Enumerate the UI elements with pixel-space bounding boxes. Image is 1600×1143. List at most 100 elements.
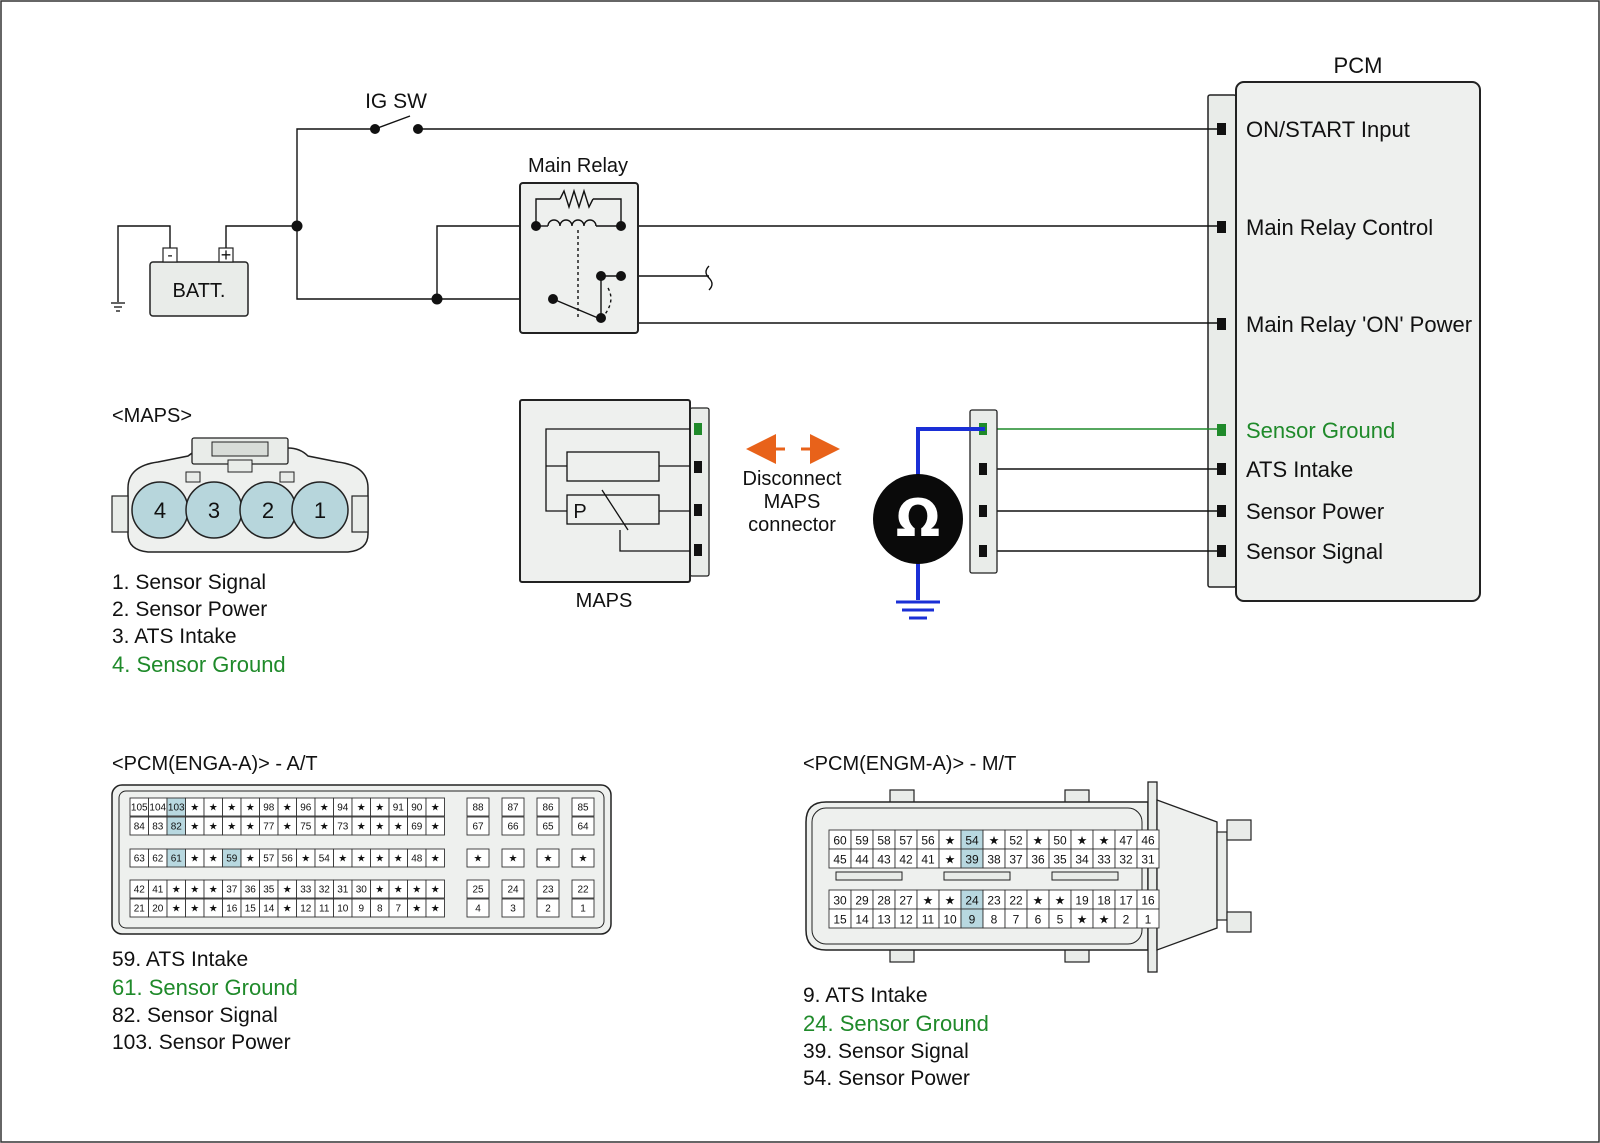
pin-number: ★ [283, 803, 292, 814]
pin-number: 23 [542, 885, 554, 896]
pin-number: ★ [412, 885, 421, 896]
pcm-engM-title: <PCM(ENGM-A)> - M/T [803, 753, 1016, 775]
pin-number: 28 [877, 894, 891, 908]
pin-number: 27 [899, 894, 913, 908]
pin-number: 83 [152, 822, 164, 833]
pin-number: 21 [134, 904, 146, 915]
pcm-pin-terminal [1217, 424, 1226, 436]
pin-cell [466, 797, 490, 817]
pin-cell [536, 848, 560, 868]
pin-number: 1 [580, 904, 586, 915]
maps-legend-item: 3. ATS Intake [112, 625, 237, 648]
pin-number: 84 [134, 822, 146, 833]
pin-number: ★ [474, 854, 483, 865]
pin-number: ★ [579, 854, 588, 865]
pin-cell [501, 848, 525, 868]
pin-number: 35 [1053, 853, 1067, 867]
pin-number: 59 [226, 854, 238, 865]
pin-number: 33 [1097, 853, 1111, 867]
pin-number: ★ [412, 904, 421, 915]
pin-number: 62 [152, 854, 164, 865]
pin-number: ★ [357, 822, 366, 833]
pin-number: 36 [245, 885, 257, 896]
pin-number: 56 [282, 854, 294, 865]
pin-number: 37 [226, 885, 238, 896]
pin-number: 36 [1031, 853, 1045, 867]
ig-switch-label: IG SW [365, 90, 427, 113]
pin-number: 13 [877, 913, 891, 927]
pin-number: 48 [411, 854, 423, 865]
maps-pressure-symbol: P [573, 501, 586, 523]
pin-number: 9 [969, 913, 976, 927]
pin-number: ★ [945, 853, 956, 867]
maps-pin-number: 1 [314, 498, 326, 523]
junction-dots [291, 124, 443, 305]
pin-number: ★ [431, 904, 440, 915]
pcm-pin-terminal [1217, 221, 1226, 233]
maps-legend-item-sensor-ground: 4. Sensor Ground [112, 652, 286, 677]
pcm-pin-label: ATS Intake [1246, 457, 1353, 482]
pin-number: ★ [1055, 894, 1066, 908]
pin-number: 50 [1053, 834, 1067, 848]
maps-pin-terminal [694, 423, 702, 435]
pcm-pin-label-sensor-ground: Sensor Ground [1246, 418, 1395, 443]
pcm-engA-title: <PCM(ENGA-A)> - A/T [112, 753, 318, 775]
pin-number: 41 [921, 853, 935, 867]
pcm-pin-terminal [1217, 545, 1226, 557]
pin-number: 16 [1141, 894, 1155, 908]
pin-number: 64 [577, 822, 589, 833]
pin-number: 96 [300, 803, 312, 814]
pin-number: 7 [1013, 913, 1020, 927]
pin-number: 87 [507, 803, 519, 814]
pin-number: ★ [227, 803, 236, 814]
pin-number: ★ [544, 854, 553, 865]
battery: - + BATT. [111, 245, 249, 317]
pin-number: 98 [263, 803, 275, 814]
ohm-icon: Ω [896, 489, 940, 549]
pin-number: ★ [1077, 913, 1088, 927]
pin-cell [571, 797, 595, 817]
pin-number: 75 [300, 822, 312, 833]
pin-number: ★ [283, 885, 292, 896]
pin-number: 25 [472, 885, 484, 896]
pin-number: 15 [245, 904, 257, 915]
maps-connector-view: <MAPS> 4 3 2 1 1. Sensor Signal 2. Senso… [111, 405, 369, 677]
pin-number: 32 [1119, 853, 1133, 867]
pin-number: 22 [577, 885, 589, 896]
pin-number: 42 [899, 853, 913, 867]
pin-number: 77 [263, 822, 275, 833]
pin-cell [1136, 848, 1160, 869]
pcm-pin-terminal [1217, 505, 1226, 517]
pcm-pin-terminal [1217, 123, 1226, 135]
pin-number: 82 [171, 822, 183, 833]
pcm-engM-legend-item-sensor-ground: 24. Sensor Ground [803, 1011, 989, 1036]
pin-number: 16 [226, 904, 238, 915]
pin-number: ★ [1033, 894, 1044, 908]
pin-number: ★ [209, 885, 218, 896]
pin-number: 17 [1119, 894, 1133, 908]
pin-number: ★ [945, 894, 956, 908]
pin-number: ★ [209, 904, 218, 915]
pin-number: ★ [923, 894, 934, 908]
pin-number: 15 [833, 913, 847, 927]
pin-number: ★ [1033, 834, 1044, 848]
pin-cell [425, 848, 445, 868]
pcm-module: PCM ON/START Input Main Relay Control Ma… [1207, 53, 1481, 602]
pin-number: ★ [283, 822, 292, 833]
pin-number: 14 [263, 904, 275, 915]
pin-number: 43 [877, 853, 891, 867]
pin-number: 11 [922, 913, 935, 927]
pin-number: 67 [472, 822, 484, 833]
pin-number: 57 [263, 854, 275, 865]
pin-number: ★ [375, 854, 384, 865]
pcm-engM-legend-item: 54. Sensor Power [803, 1067, 970, 1090]
pin-number: 103 [168, 803, 185, 814]
pin-number: 12 [899, 913, 913, 927]
pin-number: ★ [431, 822, 440, 833]
pin-cell [501, 898, 525, 918]
pin-cell [425, 879, 445, 899]
pcm-pin-terminal [1217, 463, 1226, 475]
